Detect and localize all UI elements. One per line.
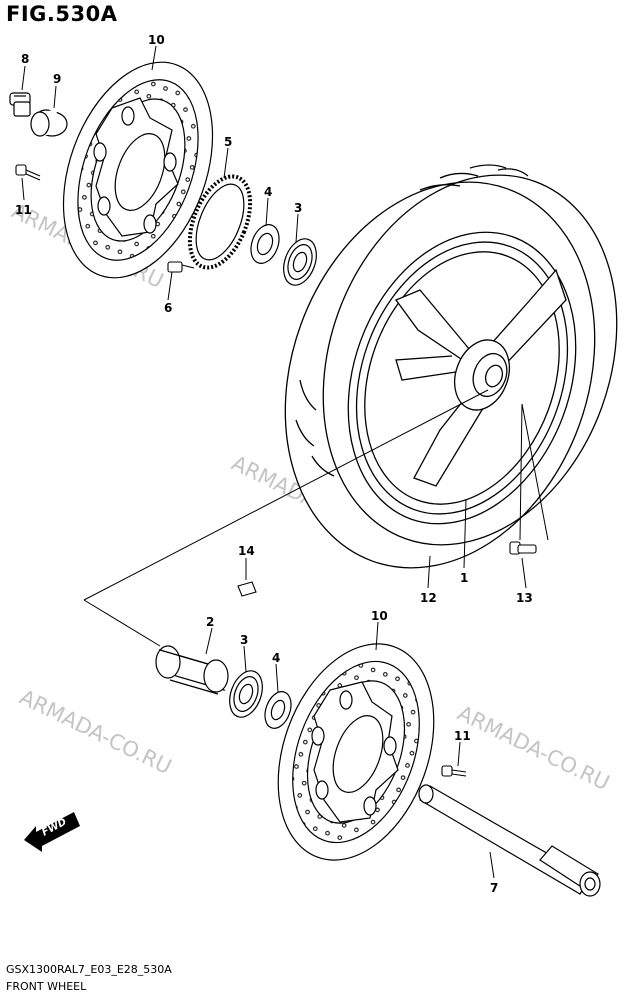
watermark-4: ARMADA-CO.RU <box>16 685 175 779</box>
callout-7: 7 <box>490 881 498 895</box>
balance-weight-14 <box>237 581 257 597</box>
bolt-11-top <box>15 164 41 181</box>
sensor-ring-5 <box>187 174 253 270</box>
callout-5: 5 <box>224 135 232 149</box>
callout-10-top: 10 <box>148 33 165 47</box>
bolt-6 <box>167 261 195 273</box>
brake-disc-right <box>277 643 435 861</box>
front-wheel-tire <box>284 164 618 569</box>
callout-8: 8 <box>21 52 29 66</box>
callout-4-lower: 4 <box>272 651 280 665</box>
callout-14: 14 <box>238 544 255 558</box>
watermark-5: ARMADA-CO.RU <box>454 701 613 795</box>
callouts: 10 8 9 11 5 4 3 6 1 14 12 13 2 3 4 10 11… <box>15 33 533 895</box>
oil-seal-4-top <box>250 224 280 264</box>
callout-6: 6 <box>164 301 172 315</box>
spacer-2 <box>155 645 229 695</box>
callout-1: 1 <box>460 571 468 585</box>
callout-13: 13 <box>516 591 533 605</box>
bolt-8 <box>9 92 31 117</box>
callout-11-lower: 11 <box>454 729 471 743</box>
callout-10-lower: 10 <box>371 609 388 623</box>
callout-3-top: 3 <box>294 201 302 215</box>
figure-name: FRONT WHEEL <box>6 980 87 993</box>
bearing-3-top <box>283 238 317 286</box>
axle-7 <box>418 784 601 897</box>
callout-2: 2 <box>206 615 214 629</box>
spacer-9 <box>30 109 68 137</box>
callout-3-lower: 3 <box>240 633 248 647</box>
callout-4-top: 4 <box>264 185 272 199</box>
bolt-11-lower <box>441 765 467 777</box>
figure-title: FIG.530A <box>6 2 118 26</box>
leader-lines <box>21 45 549 879</box>
bearing-3-lower <box>229 670 263 718</box>
valve-13 <box>509 541 537 555</box>
callout-11-top: 11 <box>15 203 32 217</box>
figure-code: GSX1300RAL7_E03_E28_530A <box>6 963 172 976</box>
brake-disc-left <box>62 61 214 279</box>
callout-9: 9 <box>53 72 61 86</box>
callout-12: 12 <box>420 591 437 605</box>
oil-seal-4-lower <box>264 691 292 729</box>
fwd-direction-badge: FWD <box>24 812 80 852</box>
